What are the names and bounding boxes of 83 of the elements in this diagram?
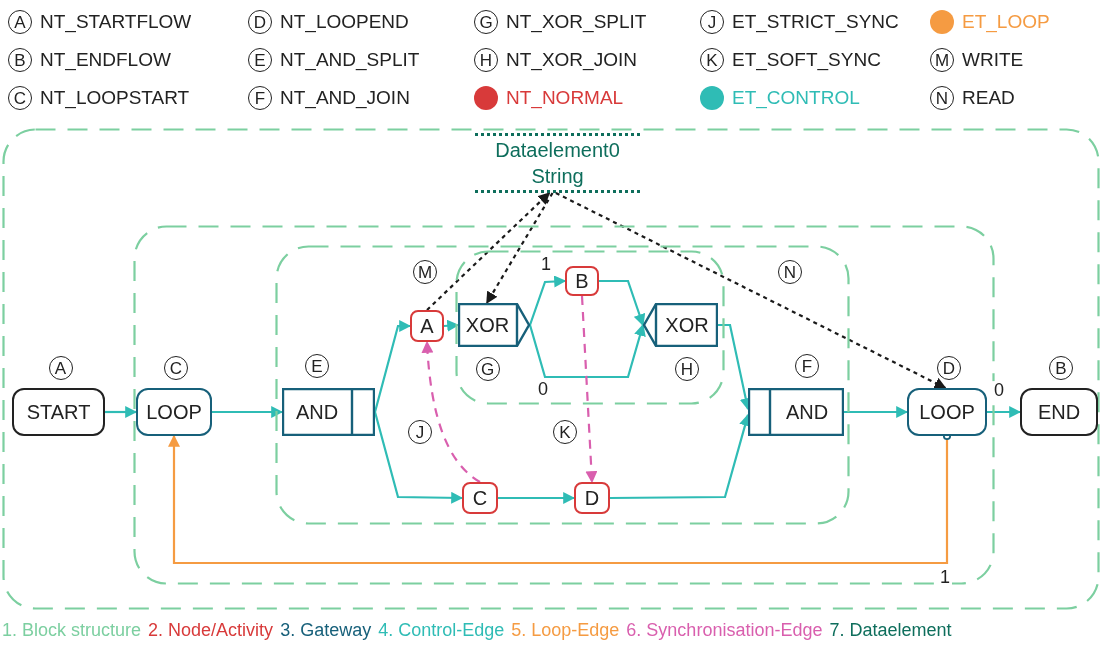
key-label: ET_STRICT_SYNC — [732, 11, 899, 33]
activity-box — [410, 310, 444, 342]
data-flow-arrow — [426, 192, 551, 311]
activity-box — [462, 482, 498, 514]
node-label: AND — [784, 400, 830, 424]
letter-badge: J — [700, 10, 724, 34]
activity-box — [565, 266, 599, 296]
sync-arrow — [580, 295, 598, 484]
edge-label: J — [408, 420, 432, 444]
letter-badge: A — [48, 356, 73, 380]
letter-badge: C — [8, 86, 32, 110]
legend-label: ET_CONTROL — [732, 87, 860, 109]
data-name-label: Dataelement0 — [495, 138, 620, 163]
node-label: D — [584, 486, 600, 510]
legend-label: 3. Gateway — [280, 620, 372, 641]
edge-label: N — [778, 260, 802, 284]
data-element — [475, 133, 640, 193]
data-type-label: String — [531, 164, 584, 189]
key-label: ET_SOFT_SYNC — [732, 49, 881, 71]
letter-badge: B — [1049, 356, 1073, 380]
letter-badge: K — [700, 48, 724, 72]
legend-label: 1. Block structure — [2, 620, 142, 641]
edge-label: M — [413, 260, 437, 284]
letter-badge: F — [248, 86, 272, 110]
arrow — [599, 279, 646, 327]
key-label: NT_STARTFLOW — [40, 11, 192, 33]
node-label: END — [1037, 400, 1081, 424]
key-label: READ — [962, 87, 1015, 109]
key-label: NT_XOR_JOIN — [506, 49, 637, 71]
key-label: NT_AND_SPLIT — [280, 49, 420, 71]
letter-badge: D — [248, 10, 272, 34]
letter-badge: D — [937, 356, 961, 380]
sync-arrow — [421, 340, 481, 483]
node-label: START — [26, 400, 91, 424]
letter-badge: E — [248, 48, 272, 72]
letter-badge: C — [164, 356, 188, 380]
legend-label: 7. Dataelement — [829, 620, 952, 641]
node-label: AND — [294, 400, 340, 424]
node-label: LOOP — [919, 400, 975, 424]
block-outline — [133, 225, 995, 585]
legend-label: ET_LOOP — [962, 11, 1050, 33]
key-label: WRITE — [962, 49, 1024, 71]
letter-badge: A — [8, 10, 32, 34]
letter-badge: M — [930, 48, 954, 72]
legend-label: 2. Node/Activity — [148, 620, 274, 641]
arrow — [528, 323, 646, 379]
block-outline — [455, 250, 725, 405]
node-label: XOR — [464, 313, 511, 337]
data-flow-arrow — [485, 192, 554, 305]
legend-label: 6. Synchronisation-Edge — [626, 620, 823, 641]
legend-label: 4. Control-Edge — [378, 620, 505, 641]
letter-badge: E — [305, 354, 329, 378]
key-label: NT_LOOPSTART — [40, 87, 190, 109]
arrow — [212, 406, 284, 418]
data-flow-arrow — [555, 192, 947, 389]
node-label: C — [472, 486, 488, 510]
arrow — [498, 492, 576, 504]
edge-label: 1 — [938, 568, 952, 588]
arrow — [105, 406, 138, 418]
arrow — [844, 406, 909, 418]
key-label: NT_ENDFLOW — [40, 49, 171, 71]
arrow — [987, 406, 1022, 418]
node-label: LOOP — [146, 400, 202, 424]
key-label: NT_XOR_SPLIT — [506, 11, 647, 33]
legend-label: NT_NORMAL — [506, 87, 624, 109]
node-label: A — [420, 314, 434, 338]
letter-badge: B — [8, 48, 32, 72]
node-label: XOR — [664, 313, 710, 337]
letter-badge: H — [675, 357, 699, 381]
block-outline — [2, 128, 1100, 610]
edge-label: K — [553, 420, 577, 444]
letter-badge: F — [795, 354, 819, 378]
letter-badge: H — [474, 48, 498, 72]
legend-label: 5. Loop-Edge — [511, 620, 620, 641]
letter-badge: N — [930, 86, 954, 110]
activity-box — [574, 482, 610, 514]
key-label: NT_AND_JOIN — [280, 87, 410, 109]
node-label: B — [575, 269, 589, 293]
block-outline — [275, 245, 850, 525]
letter-badge: G — [474, 10, 498, 34]
key-label: NT_LOOPEND — [280, 11, 409, 33]
arrow — [528, 275, 567, 326]
letter-badge: G — [475, 357, 500, 381]
